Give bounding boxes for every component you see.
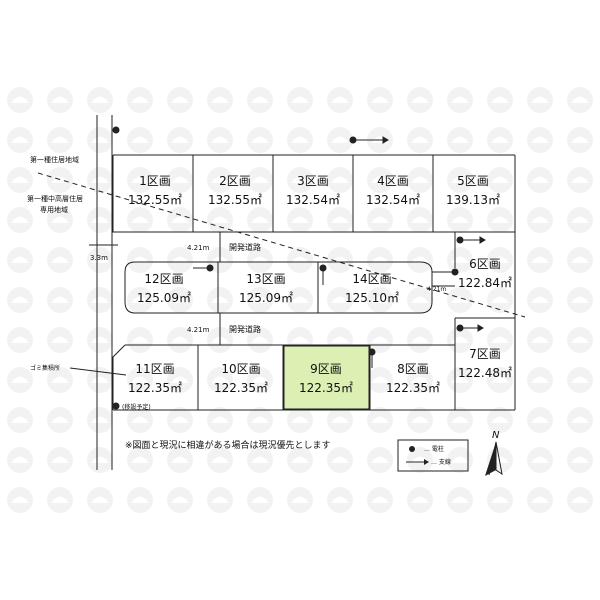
utility-pole-icon [112, 126, 120, 134]
lot-name: 8区画 [397, 362, 429, 376]
central-island-boundary [124, 261, 433, 314]
lot-area: 125.09㎡ [239, 291, 293, 305]
lot-area: 125.10㎡ [345, 291, 399, 305]
lot-name: 2区画 [219, 174, 251, 188]
lot-name: 7区画 [469, 347, 501, 361]
utility-pole-icon [368, 348, 376, 356]
lot-area: 122.35㎡ [299, 381, 353, 395]
guy-wire-icon [424, 459, 429, 465]
lot-area: 132.54㎡ [286, 193, 340, 207]
lot-labels: 1区画 132.55㎡ 2区画 132.55㎡ 3区画 132.54㎡ 4区画 132.54㎡… [128, 174, 512, 395]
lot-name: 4区画 [377, 174, 409, 188]
lot-9-highlight [283, 345, 370, 410]
lot-area: 122.48㎡ [458, 366, 512, 380]
west-road-width: 3.3m [90, 254, 108, 262]
lot-name: 12区画 [144, 272, 183, 286]
lot-11-corner [112, 344, 126, 410]
zone-label-lower-1: 第一種中高層住居 [27, 194, 83, 203]
upper-road-width: 4.21m [187, 244, 210, 252]
lot-area: 122.35㎡ [386, 381, 440, 395]
lot-1-boundary-west [112, 155, 130, 233]
zone-label-lower-2: 専用地域 [40, 205, 68, 214]
compass-label: N [492, 430, 500, 441]
lot-area: 122.35㎡ [128, 381, 182, 395]
upper-road-name: 開発道路 [229, 242, 261, 252]
utility-pole-icon [112, 402, 120, 410]
garbage-collection-label: ゴミ集積所 [30, 364, 60, 372]
lot-area: 122.35㎡ [214, 381, 268, 395]
branch-road-width: 4.21m [427, 286, 446, 293]
utility-pole-icon [409, 446, 415, 452]
lot-area: 132.55㎡ [208, 193, 262, 207]
lot-area: 139.13㎡ [446, 193, 500, 207]
lot-name: 1区画 [139, 174, 171, 188]
lot-area: 125.09㎡ [137, 291, 191, 305]
utility-pole-icon [456, 236, 464, 244]
utility-pole-icon [206, 264, 214, 272]
zoning-boundary-line [37, 172, 526, 318]
lot-name: 3区画 [297, 174, 329, 188]
north-arrow-icon: N [485, 430, 503, 476]
lower-road-width: 4.21m [187, 326, 210, 334]
lot-name: 10区画 [221, 362, 260, 376]
lot-name: 11区画 [135, 362, 174, 376]
relocation-note: (移設予定) [122, 403, 151, 411]
lower-road-name: 開発道路 [229, 324, 261, 334]
lot-area: 132.54㎡ [366, 193, 420, 207]
lot-name: 14区画 [352, 272, 391, 286]
disclaimer-note: ※図面と現況に相違がある場合は現況優先とします [125, 439, 331, 451]
utility-pole-icon [349, 136, 357, 144]
zone-label-upper: 第一種住居地域 [30, 155, 79, 164]
lot-area: 132.55㎡ [128, 193, 182, 207]
lot-name: 13区画 [246, 272, 285, 286]
legend: … 電柱 … 支線 [397, 439, 469, 472]
lot-area: 122.84㎡ [458, 276, 512, 290]
lot-name: 9区画 [310, 362, 342, 376]
legend-stay-label: … 支線 [431, 458, 451, 466]
utility-pole-icon [451, 268, 459, 276]
utility-pole-icon [456, 324, 464, 332]
lot-name: 5区画 [457, 174, 489, 188]
watermark-background [0, 80, 600, 520]
lot-name: 6区画 [469, 257, 501, 271]
legend-pole-label: … 電柱 [424, 445, 444, 453]
utility-pole-icon [319, 264, 327, 272]
